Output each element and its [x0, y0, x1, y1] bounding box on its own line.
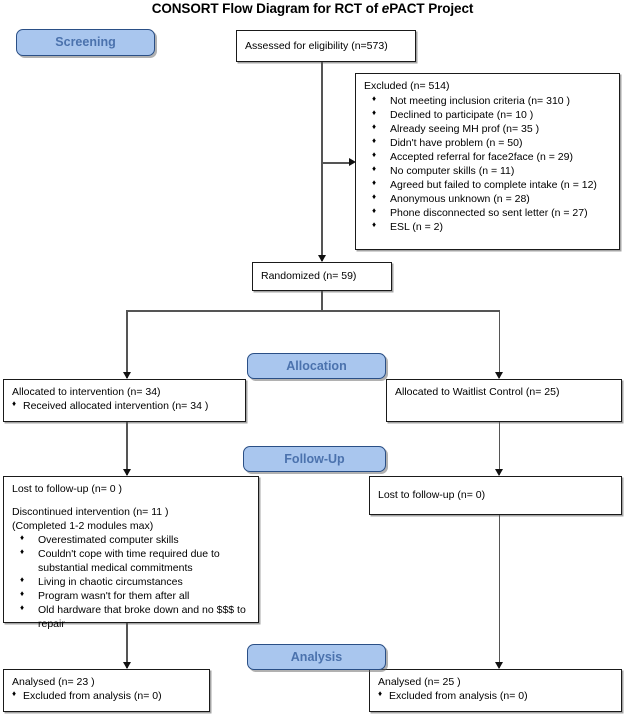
list-item: No computer skills (n = 11) — [364, 164, 611, 179]
arrowhead-to-excluded — [349, 158, 356, 166]
excluded-reason-list: Not meeting inclusion criteria (n= 310 )… — [364, 94, 611, 235]
box-analysed-right: Analysed (n= 25 ) Excluded from analysis… — [369, 669, 622, 712]
stage-label-allocation: Allocation — [286, 358, 347, 373]
list-item: Couldn't cope with time required due to … — [12, 547, 250, 576]
stage-badge-followup: Follow-Up — [243, 446, 386, 472]
box-allocated-control: Allocated to Waitlist Control (n= 25) — [386, 379, 622, 422]
box-followup-right: Lost to follow-up (n= 0) — [369, 476, 622, 515]
stage-badge-analysis: Analysis — [247, 644, 386, 670]
list-item: Old hardware that broke down and no $$$ … — [12, 603, 250, 632]
arrowhead-to-randomized — [317, 255, 326, 262]
analysis-left-list: Excluded from analysis (n= 0) — [12, 689, 201, 704]
followup-left-reason-list: Overestimated computer skills Couldn't c… — [12, 533, 250, 632]
list-item: Living in chaotic circumstances — [12, 575, 250, 590]
stage-label-followup: Follow-Up — [284, 451, 345, 466]
followup-left-note: (Completed 1-2 modules max) — [12, 519, 154, 532]
list-item: Phone disconnected so sent letter (n = 2… — [364, 206, 611, 221]
title-text-italic: e — [381, 1, 390, 16]
title-text-after: PACT Project — [389, 1, 474, 16]
followup-left-lost: Lost to follow-up (n= 0 ) — [12, 483, 123, 495]
assessed-label: Assessed for eligibility (n=573) — [245, 39, 388, 52]
connector-allocation-left-drop — [126, 310, 128, 378]
list-item: Anonymous unknown (n = 28) — [364, 192, 611, 207]
list-item: Excluded from analysis (n= 0) — [378, 689, 613, 704]
connector-assessed-to-excluded — [321, 162, 351, 164]
followup-left-discontinued: Discontinued intervention (n= 11 ) — [12, 505, 169, 518]
box-allocated-intervention: Allocated to intervention (n= 34) Receiv… — [3, 379, 246, 422]
connector-randomized-down — [321, 291, 323, 311]
box-assessed-for-eligibility: Assessed for eligibility (n=573) — [236, 30, 416, 62]
alloc-intervention-list: Received allocated intervention (n= 34 ) — [12, 399, 237, 414]
arrowhead-to-analysis-right — [495, 662, 503, 669]
list-item: Excluded from analysis (n= 0) — [12, 689, 201, 704]
spacer — [12, 497, 250, 506]
analysis-right-header: Analysed (n= 25 ) — [378, 676, 461, 688]
alloc-intervention-header: Allocated to intervention (n= 34) — [12, 386, 161, 398]
stage-label-analysis: Analysis — [290, 649, 343, 664]
page-title: CONSORT Flow Diagram for RCT of ePACT Pr… — [0, 1, 625, 16]
list-item: Declined to participate (n= 10 ) — [364, 108, 611, 123]
connector-alloc-left-to-followup — [126, 422, 128, 475]
list-item: Received allocated intervention (n= 34 ) — [12, 399, 237, 414]
stage-label-screening: Screening — [55, 35, 116, 50]
randomized-label: Randomized (n= 59) — [261, 270, 357, 283]
box-followup-left: Lost to follow-up (n= 0 ) Discontinued i… — [3, 476, 259, 630]
followup-right-lost: Lost to follow-up (n= 0) — [378, 489, 486, 502]
arrowhead-to-followup-left — [122, 469, 131, 476]
connector-followup-left-to-analysis — [126, 623, 128, 668]
box-analysed-left: Analysed (n= 23 ) Excluded from analysis… — [3, 669, 210, 712]
arrowhead-to-alloc-control — [495, 372, 503, 379]
stage-badge-screening: Screening — [16, 29, 155, 56]
stage-badge-allocation: Allocation — [247, 353, 386, 379]
connector-followup-right-to-analysis — [498, 515, 500, 668]
analysis-left-header: Analysed (n= 23 ) — [12, 676, 95, 688]
excluded-header: Excluded (n= 514) — [364, 80, 450, 92]
list-item: ESL (n = 2) — [364, 220, 611, 235]
connector-allocation-split — [126, 310, 500, 312]
connector-alloc-right-to-followup — [498, 422, 500, 475]
list-item: Program wasn't for them after all — [12, 589, 250, 604]
list-item: Didn't have problem (n = 50) — [364, 136, 611, 151]
list-item: Accepted referral for face2face (n = 29) — [364, 150, 611, 165]
box-randomized: Randomized (n= 59) — [252, 262, 392, 291]
list-item: Not meeting inclusion criteria (n= 310 ) — [364, 94, 611, 109]
arrowhead-to-followup-right — [495, 469, 503, 476]
analysis-right-list: Excluded from analysis (n= 0) — [378, 689, 613, 704]
arrowhead-to-analysis-left — [122, 662, 131, 669]
connector-assessed-down — [321, 62, 323, 261]
connector-allocation-right-drop — [498, 310, 500, 378]
list-item: Already seeing MH prof (n= 35 ) — [364, 122, 611, 137]
box-excluded: Excluded (n= 514) Not meeting inclusion … — [355, 73, 620, 250]
arrowhead-to-alloc-intervention — [122, 372, 131, 379]
list-item: Overestimated computer skills — [12, 533, 250, 548]
alloc-control-header: Allocated to Waitlist Control (n= 25) — [395, 386, 560, 398]
title-text-before: CONSORT Flow Diagram for RCT of — [151, 1, 382, 16]
list-item: Agreed but failed to complete intake (n … — [364, 178, 611, 193]
